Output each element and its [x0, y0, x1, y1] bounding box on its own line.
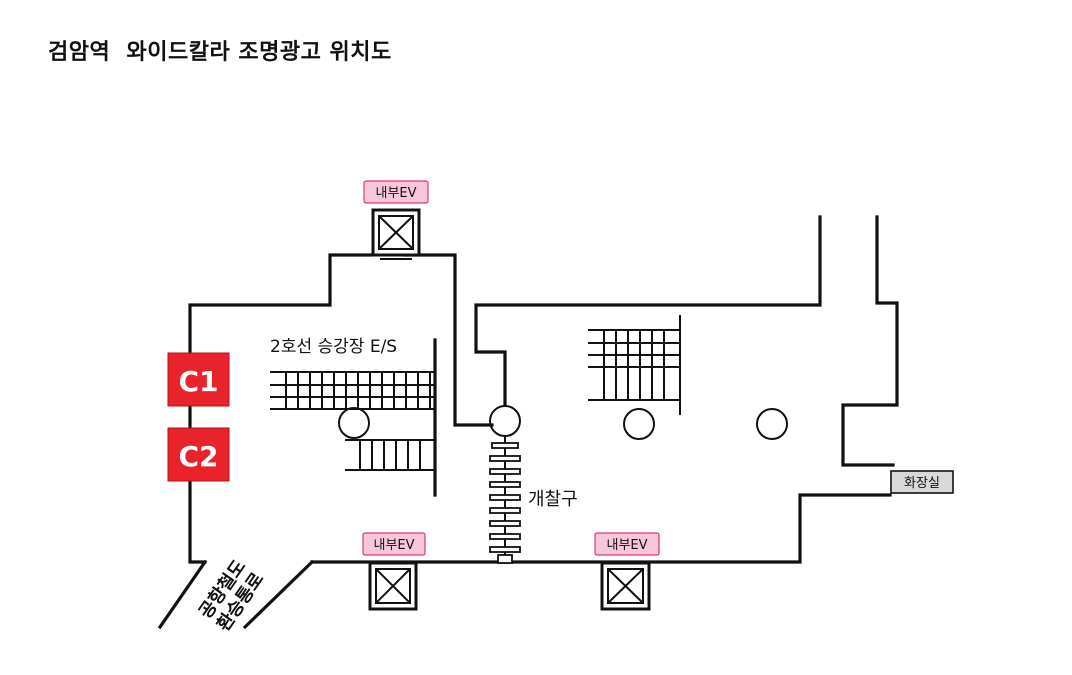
elevator-bottom-left — [368, 561, 418, 611]
exit-c2-sign: C2 — [167, 427, 230, 482]
pillars — [338, 405, 788, 440]
exit-c1-sign: C1 — [167, 352, 230, 407]
toilet-label: 화장실 — [904, 476, 940, 491]
wall-left-block — [188, 253, 372, 564]
escalator-left-lower — [345, 439, 435, 471]
elevator-tag-label: 내부EV — [373, 538, 414, 553]
floor-walls — [157, 215, 899, 630]
wall-transfer-left — [157, 559, 208, 630]
pillar — [338, 407, 370, 439]
wall-bottom-corridor — [310, 493, 892, 564]
elevator-tag-label: 내부EV — [606, 538, 647, 553]
ticket-gates — [489, 437, 521, 564]
elevator-bottom-right — [600, 561, 651, 611]
page-title: 검암역 와이드칼라 조명광고 위치도 — [48, 40, 392, 65]
wall-top-connector — [403, 253, 494, 427]
elevator-tag-bottom-right: 내부EV — [594, 532, 660, 556]
exit-c2-label: C2 — [178, 440, 218, 473]
transfer-corridor-label: 공항철도 환승통로 — [195, 556, 268, 635]
toilet-tag: 화장실 — [890, 470, 954, 494]
pillar — [623, 408, 655, 440]
escalator-label: 2호선 승강장 E/S — [270, 337, 397, 357]
escalator-left-upper — [270, 371, 435, 410]
elevator-top — [371, 208, 421, 260]
escalator-right — [588, 315, 681, 415]
pillar — [756, 408, 788, 440]
elevator-tag-bottom-left: 내부EV — [362, 532, 426, 556]
elevator-tag-top: 내부EV — [363, 180, 429, 204]
elevator-tag-label: 내부EV — [375, 186, 416, 201]
wall-transfer-right — [242, 559, 315, 630]
ticket-gate-label: 개찰구 — [528, 489, 578, 510]
exit-c1-label: C1 — [178, 365, 218, 398]
wall-right-upper — [474, 215, 822, 407]
pillar — [489, 405, 521, 437]
wall-right-notch — [841, 215, 899, 467]
